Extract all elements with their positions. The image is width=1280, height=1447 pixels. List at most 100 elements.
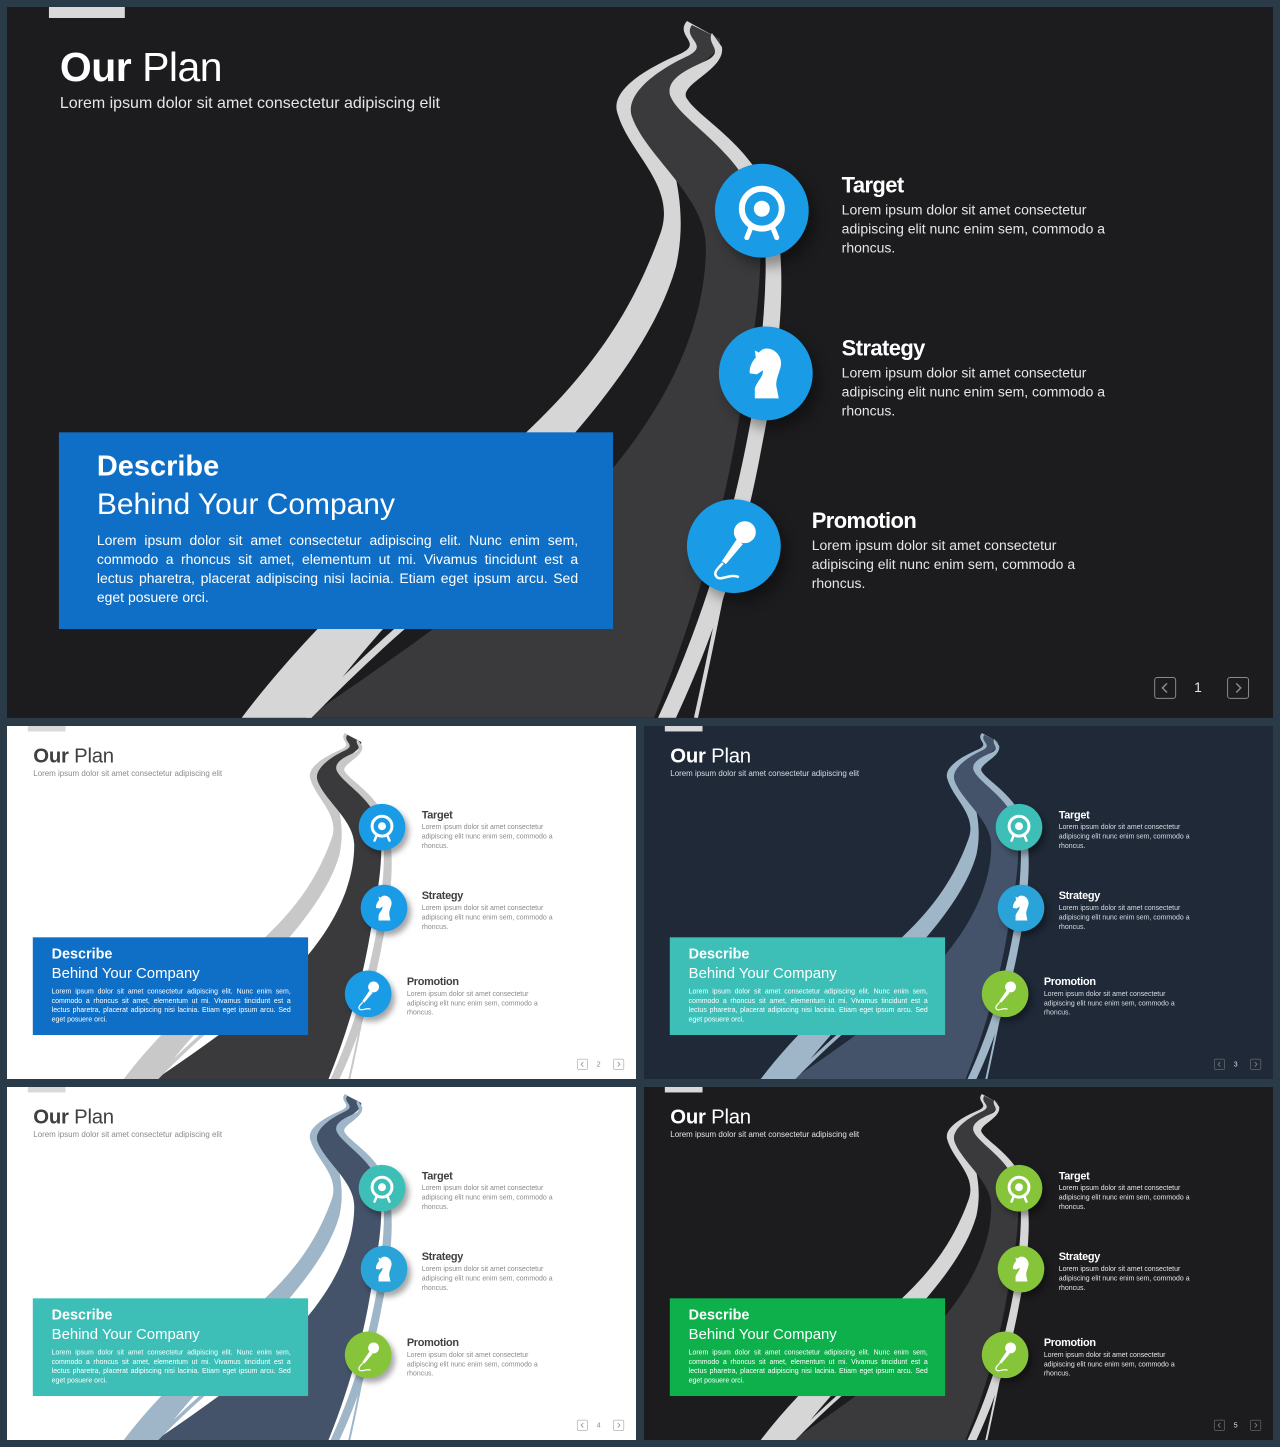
slide-canvas: Our Plan Lorem ipsum dolor sit amet cons… xyxy=(7,726,636,1079)
item-text-target: Lorem ipsum dolor sit amet consectetur a… xyxy=(841,201,1106,256)
page-subtitle: Lorem ipsum dolor sit amet consectetur a… xyxy=(59,94,440,112)
road-surface xyxy=(793,734,1019,1079)
callout-body-text: Lorem ipsum dolor sit amet consectetur a… xyxy=(96,532,579,606)
page-title: Our Plan xyxy=(670,1106,751,1128)
page-number: 1 xyxy=(1194,678,1202,695)
slide-top-accent-bar xyxy=(664,1087,703,1093)
previous-slide-button[interactable] xyxy=(1213,1419,1225,1431)
next-slide-button[interactable] xyxy=(613,1058,625,1070)
promotion-icon-badge xyxy=(981,970,1029,1018)
slide-top-accent-bar xyxy=(664,726,703,732)
chess-knight-icon xyxy=(1012,1256,1029,1282)
chess-knight-icon xyxy=(1012,895,1029,921)
slide-thumbnail[interactable]: Our Plan Lorem ipsum dolor sit amet cons… xyxy=(7,726,636,1079)
previous-slide-button[interactable] xyxy=(576,1419,588,1431)
title-light: Plan xyxy=(711,1105,751,1129)
next-slide-button[interactable] xyxy=(613,1419,625,1431)
callout-heading: Describe xyxy=(688,946,750,963)
strategy-icon-badge xyxy=(360,1245,408,1293)
item-text-promotion: Lorem ipsum dolor sit amet consectetur a… xyxy=(1043,989,1175,1017)
item-title-promotion: Promotion xyxy=(1043,1336,1096,1349)
slide-top-accent-bar xyxy=(48,7,125,18)
promotion-icon-badge xyxy=(981,1331,1029,1379)
road-center-line-right xyxy=(985,1211,1023,1440)
slide-thumbnail[interactable]: Our Plan Lorem ipsum dolor sit amet cons… xyxy=(7,7,1273,718)
item-text-promotion: Lorem ipsum dolor sit amet consectetur a… xyxy=(811,537,1076,592)
road-center-line-right xyxy=(348,850,386,1079)
page-number: 3 xyxy=(1233,1059,1238,1068)
road-surface xyxy=(156,734,382,1079)
previous-slide-button[interactable] xyxy=(1213,1058,1225,1070)
item-title-target: Target xyxy=(1058,1169,1090,1182)
item-text-target: Lorem ipsum dolor sit amet consectetur a… xyxy=(1058,822,1190,850)
page-title: Our Plan xyxy=(670,745,751,767)
slide-thumbnail[interactable]: Our Plan Lorem ipsum dolor sit amet cons… xyxy=(7,1087,636,1440)
previous-slide-button[interactable] xyxy=(1154,676,1177,699)
road-center-line-right xyxy=(348,1211,386,1440)
item-text-promotion: Lorem ipsum dolor sit amet consectetur a… xyxy=(1043,1350,1175,1378)
microphone-icon xyxy=(714,521,756,580)
next-slide-button[interactable] xyxy=(1250,1058,1262,1070)
target-icon-badge xyxy=(995,803,1043,851)
page-subtitle: Lorem ipsum dolor sit amet consectetur a… xyxy=(33,769,223,779)
page-subtitle: Lorem ipsum dolor sit amet consectetur a… xyxy=(33,1130,223,1140)
target-icon-badge xyxy=(358,1164,406,1212)
callout-body-text: Lorem ipsum dolor sit amet consectetur a… xyxy=(688,1347,928,1385)
item-title-promotion: Promotion xyxy=(406,975,459,988)
page-number: 5 xyxy=(1233,1420,1238,1429)
item-title-promotion: Promotion xyxy=(811,508,917,534)
chevron-right-icon xyxy=(1254,1422,1258,1428)
road-surface xyxy=(306,24,761,718)
strategy-icon-badge xyxy=(997,1245,1045,1293)
page-number: 2 xyxy=(596,1059,601,1068)
item-title-strategy: Strategy xyxy=(421,889,464,902)
target-icon xyxy=(1007,814,1031,842)
slide-canvas: Our Plan Lorem ipsum dolor sit amet cons… xyxy=(7,7,1273,718)
describe-callout-box: Describe Behind Your Company Lorem ipsum… xyxy=(669,937,946,1036)
road-center-line-right xyxy=(693,256,770,718)
next-slide-button[interactable] xyxy=(1250,1419,1262,1431)
road-edge-left xyxy=(123,732,361,1079)
chevron-left-icon xyxy=(1161,682,1168,693)
slide-top-accent-bar xyxy=(27,1087,66,1093)
describe-callout-box: Describe Behind Your Company Lorem ipsum… xyxy=(58,432,614,630)
callout-subheading: Behind Your Company xyxy=(51,1326,200,1343)
target-icon-badge xyxy=(714,163,809,258)
strategy-icon-badge xyxy=(997,884,1045,932)
title-bold: Our xyxy=(59,43,132,90)
slide-thumbnail[interactable]: Our Plan Lorem ipsum dolor sit amet cons… xyxy=(644,1087,1273,1440)
callout-subheading: Behind Your Company xyxy=(96,488,395,522)
title-bold: Our xyxy=(670,1105,706,1129)
target-icon xyxy=(738,185,785,241)
item-title-target: Target xyxy=(1058,808,1090,821)
page-title: Our Plan xyxy=(33,1106,114,1128)
strategy-icon-badge xyxy=(718,326,813,421)
item-title-strategy: Strategy xyxy=(841,335,926,361)
item-text-strategy: Lorem ipsum dolor sit amet consectetur a… xyxy=(1058,903,1190,931)
callout-subheading: Behind Your Company xyxy=(688,1326,837,1343)
page-title: Our Plan xyxy=(33,745,114,767)
item-title-strategy: Strategy xyxy=(421,1250,464,1263)
previous-slide-button[interactable] xyxy=(576,1058,588,1070)
title-light: Plan xyxy=(74,1105,114,1129)
item-text-target: Lorem ipsum dolor sit amet consectetur a… xyxy=(421,822,553,850)
title-bold: Our xyxy=(33,1105,69,1129)
page-number: 4 xyxy=(596,1420,601,1429)
slide-canvas: Our Plan Lorem ipsum dolor sit amet cons… xyxy=(644,1087,1273,1440)
callout-heading: Describe xyxy=(51,1307,113,1324)
page-title: Our Plan xyxy=(59,43,223,90)
chevron-right-icon xyxy=(1254,1061,1258,1067)
page-subtitle: Lorem ipsum dolor sit amet consectetur a… xyxy=(670,769,860,779)
callout-heading: Describe xyxy=(96,450,220,483)
next-slide-button[interactable] xyxy=(1227,676,1250,699)
item-title-strategy: Strategy xyxy=(1058,1250,1101,1263)
road-edge-left xyxy=(123,1093,361,1440)
chevron-right-icon xyxy=(617,1061,621,1067)
slide-thumbnail[interactable]: Our Plan Lorem ipsum dolor sit amet cons… xyxy=(644,726,1273,1079)
item-title-strategy: Strategy xyxy=(1058,889,1101,902)
title-light: Plan xyxy=(711,744,751,768)
chess-knight-icon xyxy=(375,895,392,921)
title-bold: Our xyxy=(33,744,69,768)
item-title-target: Target xyxy=(841,172,905,198)
item-title-promotion: Promotion xyxy=(406,1336,459,1349)
